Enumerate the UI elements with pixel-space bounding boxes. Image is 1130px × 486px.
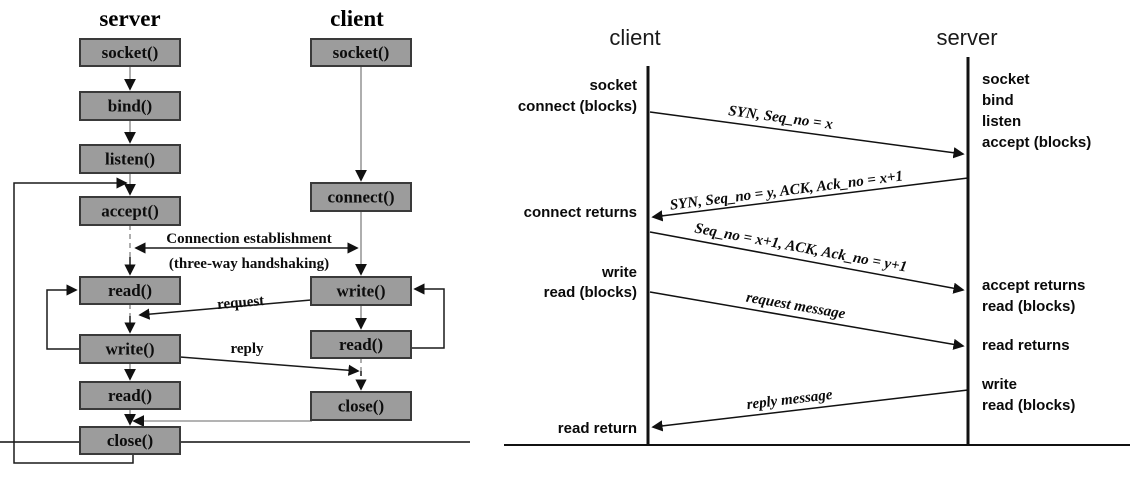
server-bind-box — [79, 91, 181, 121]
server-read2-label: read() — [108, 386, 152, 405]
server-accept-box — [79, 196, 181, 226]
client-read-to-write-loop-arrow — [411, 283, 445, 349]
sequence-server-annotations: socket bind listen accept (blocks) accep… — [981, 71, 1091, 414]
client-socket-label: socket() — [333, 43, 390, 62]
flowchart-server-header: server — [99, 6, 160, 31]
server-socket-box — [79, 38, 181, 67]
server-write-to-read-loop-arrow — [46, 284, 80, 350]
client-write-box — [310, 276, 412, 306]
client-socket-box — [310, 38, 412, 67]
server-read1-box — [79, 276, 181, 305]
sequence-client-annotations: socket connect (blocks) connect returns … — [518, 77, 637, 437]
server-read2-box — [79, 381, 181, 410]
client-connect-label: connect() — [327, 188, 394, 207]
reply-message-arrow — [651, 389, 969, 432]
server-read1-label: read() — [108, 281, 152, 300]
client-write-annotation: write — [601, 264, 637, 281]
server-read-blocks2-annotation: read (blocks) — [982, 397, 1075, 414]
reply-label: reply — [230, 341, 264, 357]
connection-establishment-note-line1: Connection establishment — [166, 231, 331, 247]
tcp-sequence-diagram: client server SYN, Seq_no = x SYN, Seq_n… — [504, 25, 1130, 446]
server-close-box — [79, 426, 181, 455]
server-bind-annotation: bind — [982, 92, 1014, 109]
client-step-boxes: socket() connect() write() read() close(… — [310, 38, 412, 421]
ack-label: Seq_no = x+1, ACK, Ack_no = y+1 — [693, 221, 908, 276]
flowchart-client-header: client — [330, 6, 384, 31]
server-socket-annotation: socket — [982, 71, 1030, 88]
client-connect-returns-annotation: connect returns — [524, 204, 637, 221]
connection-establishment-note-line2: (three-way handshaking) — [169, 256, 329, 272]
syn-label: SYN, Seq_no = x — [727, 103, 834, 133]
server-read-returns-annotation: read returns — [982, 337, 1070, 354]
syn-arrow — [649, 111, 965, 159]
client-read-label: read() — [339, 335, 383, 354]
server-listen-label: listen() — [105, 150, 155, 169]
client-close-box — [310, 391, 412, 421]
client-read-box — [310, 330, 412, 359]
server-accept-returns-annotation: accept returns — [982, 277, 1085, 294]
reply-arrow — [179, 356, 360, 376]
client-connect-blocks-annotation: connect (blocks) — [518, 98, 637, 115]
client-read-return-annotation: read return — [558, 420, 637, 437]
server-accept-label: accept() — [101, 202, 159, 221]
server-write-annotation: write — [981, 376, 1017, 393]
sequence-server-header: server — [936, 25, 997, 50]
server-write-label: write() — [105, 340, 154, 359]
close-to-accept-loop-arrow — [13, 177, 134, 464]
request-label: request — [216, 293, 264, 313]
request-message-arrow — [649, 291, 965, 350]
client-close-label: close() — [338, 397, 384, 416]
client-connect-box — [310, 182, 412, 212]
server-listen-annotation: listen — [982, 113, 1021, 130]
client-read-blocks-annotation: read (blocks) — [544, 284, 637, 301]
reply-message-label: reply message — [746, 387, 834, 413]
syn-ack-arrow — [651, 177, 969, 222]
server-read-blocks1-annotation: read (blocks) — [982, 298, 1075, 315]
server-bind-label: bind() — [108, 97, 152, 116]
server-step-boxes: socket() bind() listen() accept() read()… — [79, 38, 181, 455]
server-listen-box — [79, 144, 181, 174]
request-arrow — [138, 299, 312, 320]
client-write-label: write() — [336, 282, 385, 301]
client-socket-annotation: socket — [589, 77, 637, 94]
sequence-client-header: client — [609, 25, 660, 50]
server-write-box — [79, 334, 181, 364]
server-socket-label: socket() — [102, 43, 159, 62]
ack-arrow — [649, 231, 965, 294]
socket-flowchart: server client Connection establishment (… — [0, 6, 470, 464]
server-accept-blocks-annotation: accept (blocks) — [982, 134, 1091, 151]
server-close-label: close() — [107, 431, 153, 450]
